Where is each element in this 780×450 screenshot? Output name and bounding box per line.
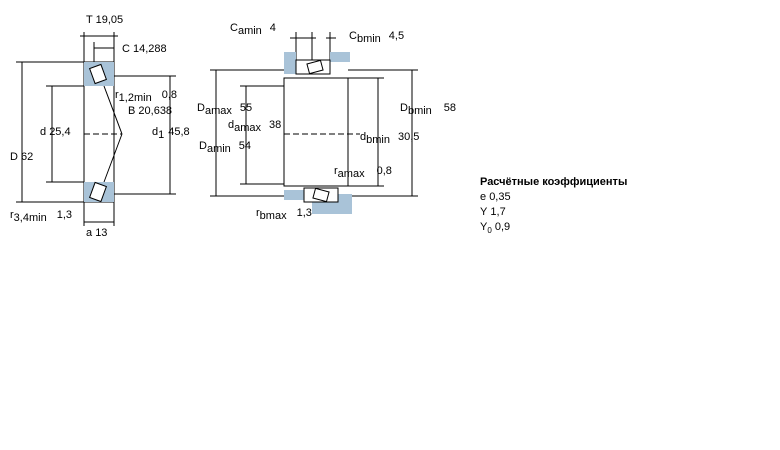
coefficients-title: Расчётные коэффициенты — [480, 176, 628, 188]
coefficient-Y: Y 1,7 — [480, 206, 506, 218]
D-label: D 62 — [10, 151, 33, 163]
B-label: B 20,638 — [128, 105, 172, 117]
section-shading — [84, 62, 114, 203]
coefficient-e: e 0,35 — [480, 191, 511, 203]
a-label: a 13 — [86, 227, 107, 239]
mounting-shading — [284, 52, 352, 214]
C-label: C 14,288 — [122, 43, 167, 55]
d-label: d 25,4 — [40, 126, 71, 138]
coefficient-Y0: Y0 0,9 — [480, 221, 511, 236]
T-label: T 19,05 — [86, 14, 123, 26]
calculation-coefficients: Расчётные коэффициенты e 0,35 Y 1,7 Y0 0… — [480, 175, 627, 238]
